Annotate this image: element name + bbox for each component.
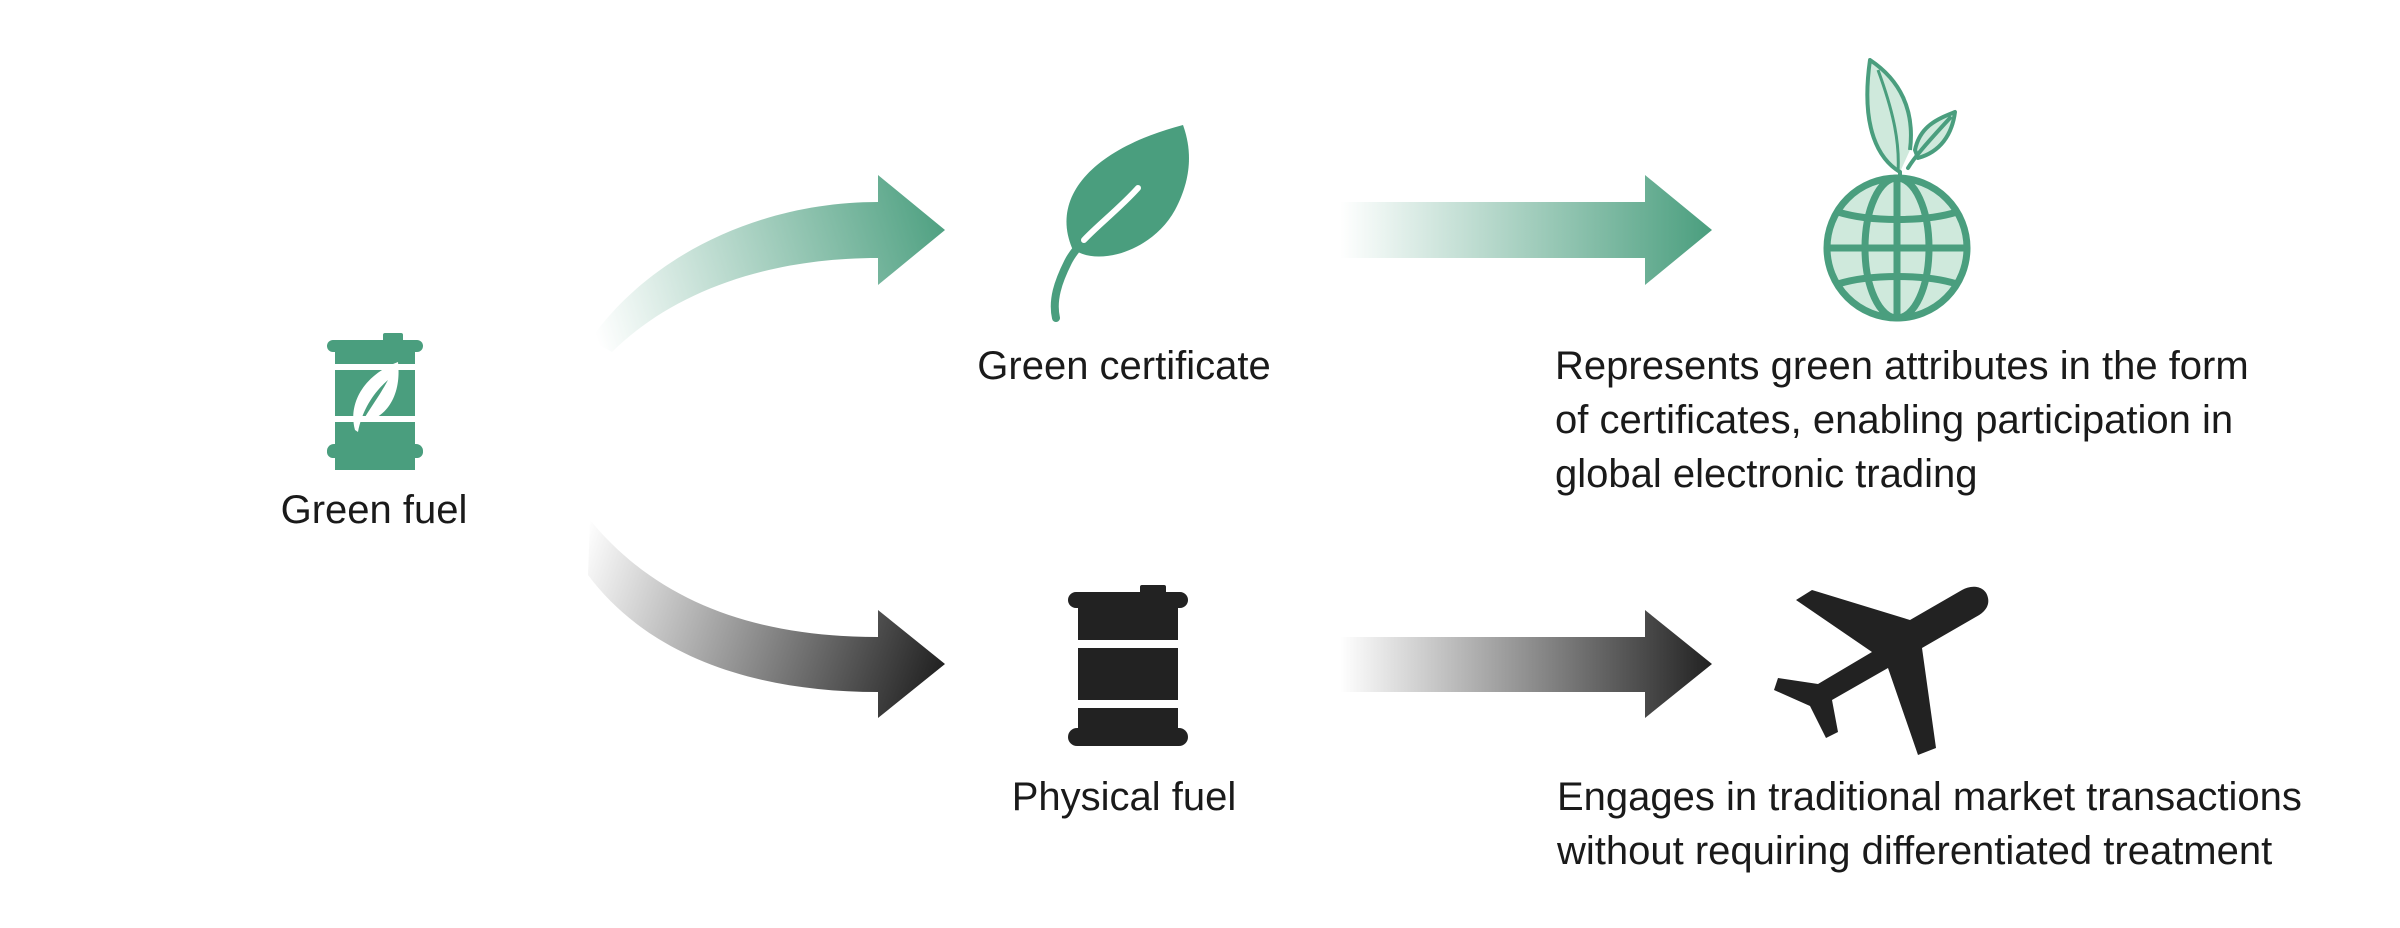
globe-sprout-icon <box>1823 58 1971 322</box>
arrow-certificate-outcome <box>1340 175 1712 285</box>
arrow-to-certificate <box>590 175 945 352</box>
certificate-outcome-line: global electronic trading <box>1555 452 1978 496</box>
leaf-icon <box>1050 125 1189 322</box>
physical-outcome-line: Engages in traditional market transactio… <box>1557 775 2302 819</box>
arrow-to-physical <box>588 520 945 718</box>
green-fuel-barrel-icon <box>322 333 428 470</box>
green-certificate-label: Green certificate <box>977 344 1271 388</box>
physical-fuel-label: Physical fuel <box>1011 775 1237 819</box>
arrow-physical-outcome <box>1340 610 1712 718</box>
certificate-outcome-line: of certificates, enabling participation … <box>1555 398 2234 442</box>
physical-outcome-line: without requiring differentiated treatme… <box>1557 829 2273 873</box>
fuel-barrel-icon <box>1062 585 1194 746</box>
green-fuel-label: Green fuel <box>280 488 468 532</box>
certificate-outcome-line: Represents green attributes in the form <box>1555 344 2249 388</box>
airplane-icon <box>1774 586 1989 755</box>
certificate-outcome-text: Represents green attributes in the form … <box>1555 339 2249 501</box>
physical-outcome-text: Engages in traditional market transactio… <box>1557 770 2302 878</box>
